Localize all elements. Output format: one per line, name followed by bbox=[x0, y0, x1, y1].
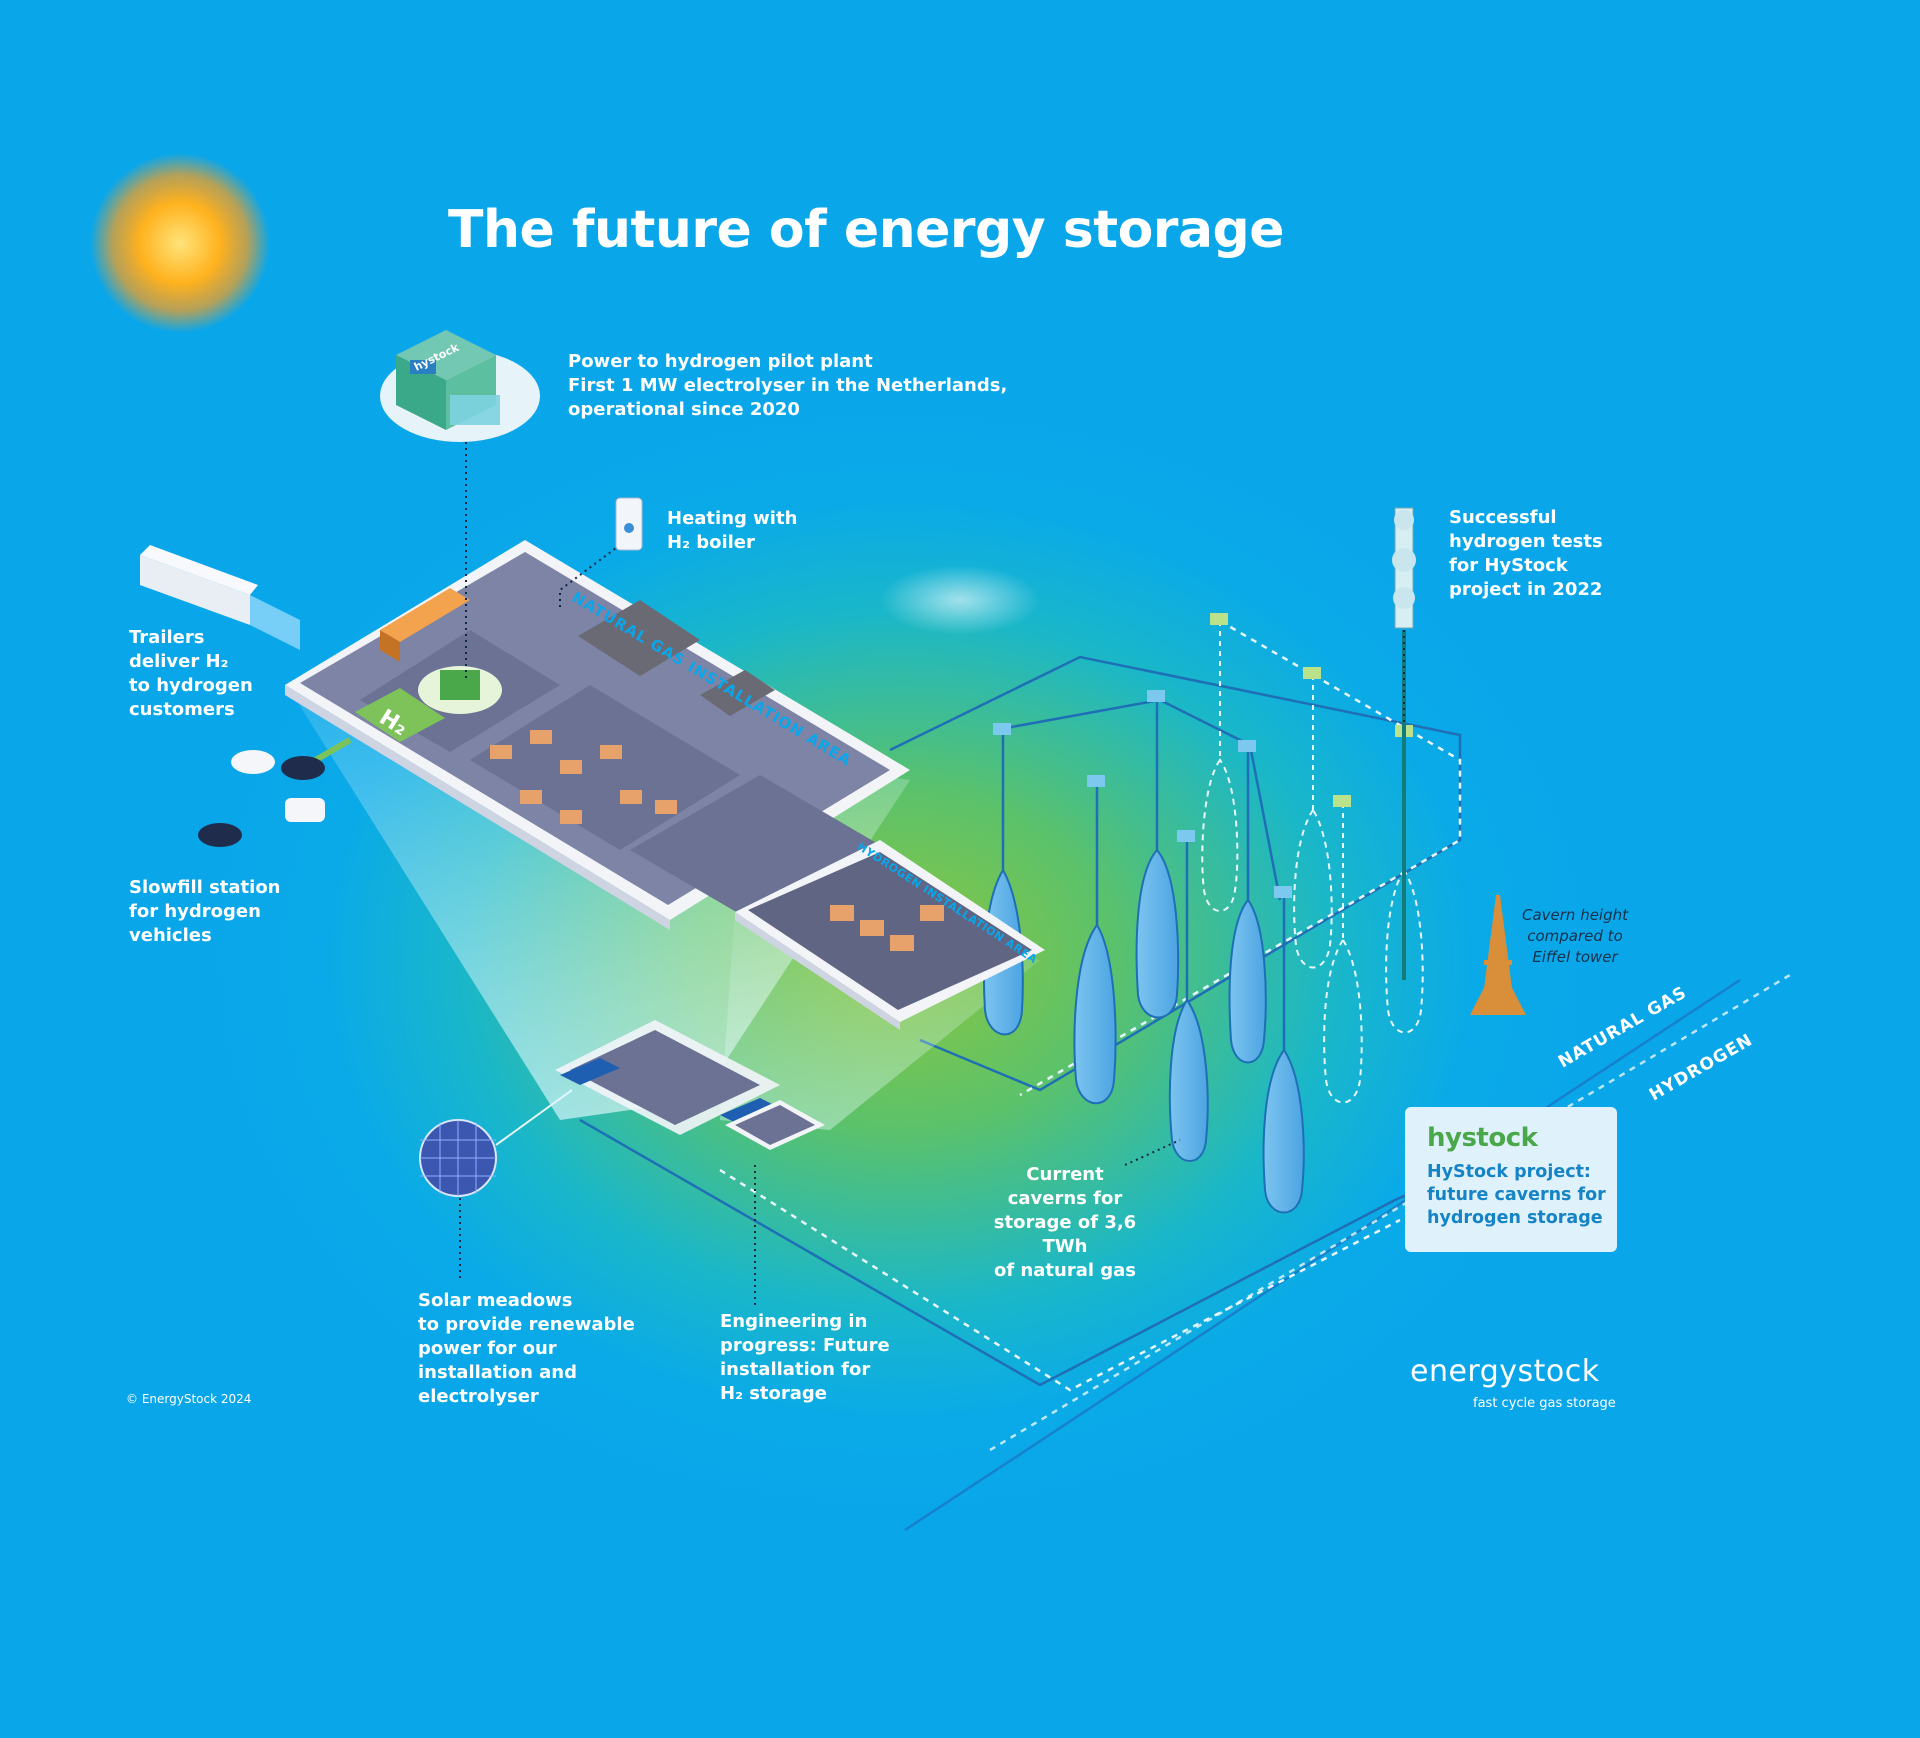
page-title: The future of energy storage bbox=[448, 200, 1285, 260]
leader-lines bbox=[459, 430, 1405, 1305]
hystock-logo: hystock bbox=[1427, 1123, 1538, 1153]
h2-pad bbox=[355, 688, 445, 742]
wellheads bbox=[993, 613, 1413, 1050]
cloud-icon bbox=[880, 565, 1040, 635]
trailer-truck-icon bbox=[140, 545, 300, 650]
hydrogen-vehicles-icon bbox=[198, 750, 325, 847]
hydrogen-tests-label: Successful hydrogen tests for HyStock pr… bbox=[1449, 507, 1603, 600]
engineering-label: Engineering in progress: Future installa… bbox=[720, 1311, 890, 1404]
pilot-plant-label: Power to hydrogen pilot plant First 1 MW… bbox=[568, 351, 1008, 420]
pipeline-network bbox=[579, 619, 1791, 1532]
test-well-tower bbox=[1392, 507, 1416, 980]
natural-gas-caverns bbox=[982, 848, 1305, 1214]
sun-icon bbox=[90, 153, 270, 333]
hystock-callout: hystock HyStock project: future caverns … bbox=[1405, 1107, 1617, 1252]
h2-boiler-icon bbox=[615, 497, 643, 551]
pilot-plant-icon bbox=[380, 330, 540, 442]
solar-meadows-label: Solar meadows to provide renewable power… bbox=[418, 1290, 635, 1407]
current-caverns-label: Current caverns for storage of 3,6 TWh o… bbox=[993, 1164, 1137, 1281]
eiffel-comparison-label: Cavern height compared to Eiffel tower bbox=[1521, 906, 1629, 966]
solar-panel-icon bbox=[419, 1119, 497, 1197]
hydrogen-caverns bbox=[1201, 758, 1424, 1104]
copyright-text: © EnergyStock 2024 bbox=[126, 1392, 252, 1406]
solar-installation bbox=[555, 1020, 825, 1150]
trailers-label: Trailers deliver H₂ to hydrogen customer… bbox=[129, 627, 253, 720]
boiler-label: Heating with H₂ boiler bbox=[667, 508, 798, 553]
eiffel-tower-icon bbox=[1470, 895, 1526, 1015]
energystock-logo: energystock bbox=[1410, 1354, 1600, 1389]
slowfill-label: Slowfill station for hydrogen vehicles bbox=[129, 877, 281, 946]
natural-gas-installation-site bbox=[285, 540, 910, 930]
hydrogen-installation-site bbox=[735, 840, 1045, 1030]
energystock-tagline: fast cycle gas storage bbox=[1473, 1396, 1616, 1411]
hystock-callout-text: HyStock project: future caverns for hydr… bbox=[1427, 1162, 1606, 1228]
